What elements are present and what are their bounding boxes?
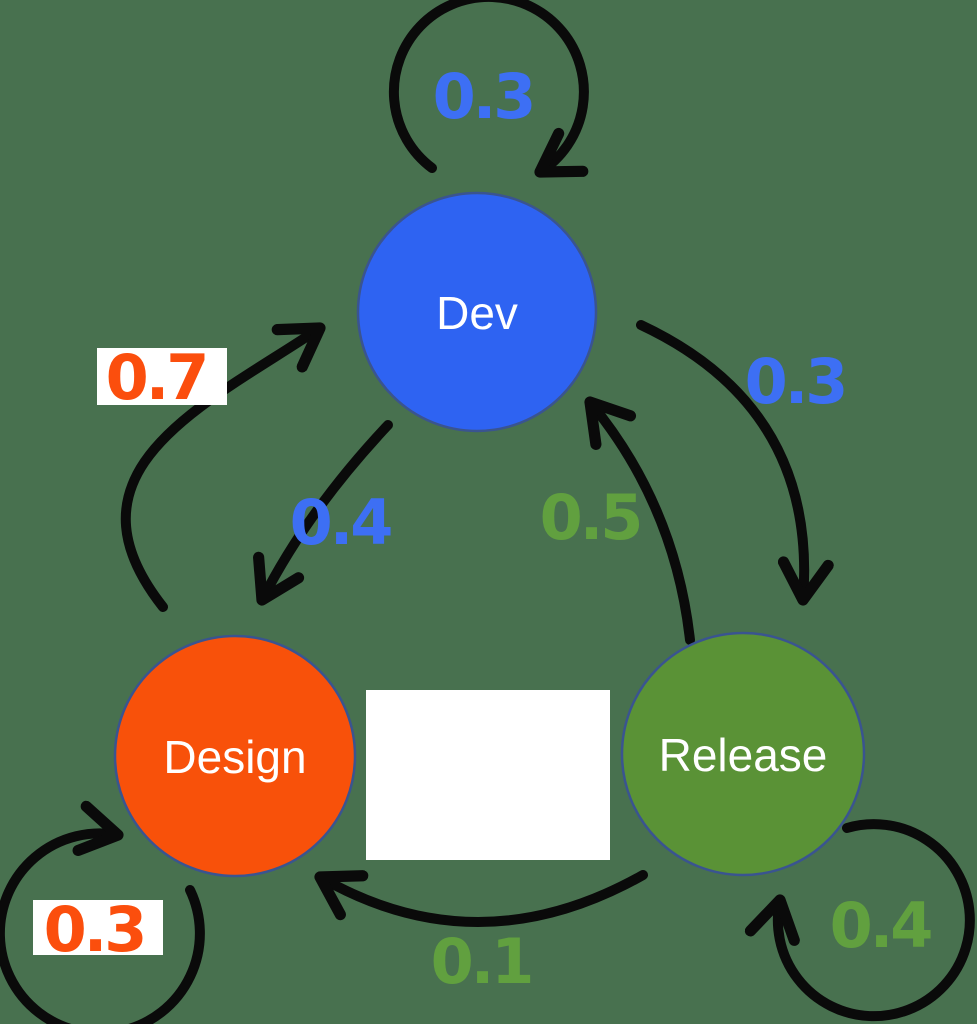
arrow-release-self-loop [744, 819, 975, 1022]
prob-design-self-loop: 0.3 [44, 893, 145, 966]
node-design: Design [113, 634, 357, 878]
center-white-box [366, 690, 610, 860]
node-release-circle [620, 631, 866, 877]
prob-dev-to-design: 0.4 [290, 486, 392, 559]
node-dev-circle [356, 191, 598, 433]
backplate-design-to-dev-label [97, 348, 227, 405]
prob-dev-to-release: 0.3 [745, 345, 846, 418]
arrow-dev-self-loop [388, 0, 589, 178]
node-dev-label: Dev [436, 287, 518, 339]
label-backplates [33, 348, 610, 955]
prob-release-to-dev: 0.5 [540, 481, 641, 554]
node-release: Release [620, 631, 866, 877]
arrow-dev-to-design [253, 420, 393, 606]
node-design-label: Design [163, 731, 306, 783]
arrow-release-to-dev [584, 396, 695, 645]
probability-labels: 0.3 0.7 0.4 0.3 0.5 0.1 0.3 0.4 [44, 60, 935, 998]
prob-release-self-loop: 0.4 [830, 889, 932, 962]
arrow-design-to-dev [120, 322, 326, 612]
node-design-circle [113, 634, 357, 878]
arrow-design-self-loop [0, 800, 205, 1024]
node-release-label: Release [659, 729, 828, 781]
prob-release-to-design: 0.1 [431, 925, 532, 998]
prob-design-to-dev: 0.7 [106, 341, 207, 414]
prob-dev-self-loop: 0.3 [433, 60, 534, 133]
node-dev: Dev [356, 191, 598, 433]
arrow-release-to-design [314, 870, 648, 927]
backplate-design-self-loop-label [33, 900, 163, 955]
arrow-dev-to-release [636, 320, 834, 606]
